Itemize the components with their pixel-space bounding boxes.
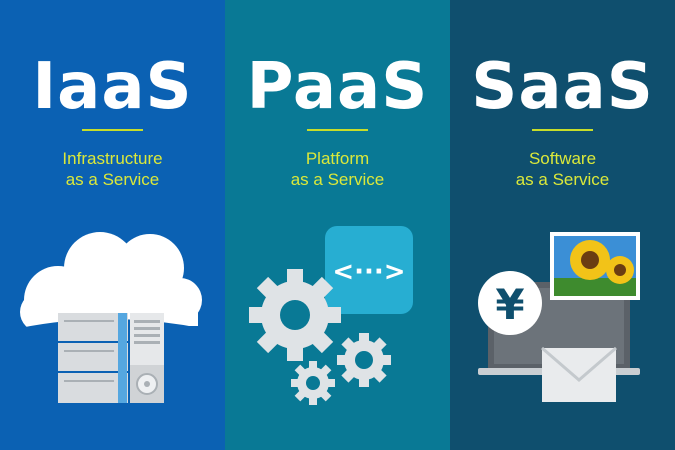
saas-illustration: ¥	[478, 232, 640, 402]
code-brackets-icon: <···>	[325, 226, 413, 314]
yen-symbol: ¥	[495, 280, 524, 329]
iaas-title: IaaS	[32, 50, 193, 124]
paas-title: PaaS	[246, 50, 429, 124]
saas-panel: SaaS Software as a Service	[450, 0, 675, 450]
iaas-panel: IaaS Infrastructure as a Service	[0, 0, 225, 450]
paas-panel: PaaS Platform as a Service <···>	[225, 0, 450, 450]
paas-divider	[307, 129, 368, 131]
saas-divider	[532, 129, 593, 131]
yen-coin-icon: ¥	[478, 271, 542, 335]
iaas-subtitle-line2: as a Service	[65, 170, 160, 189]
saas-subtitle: Software as a Service	[450, 148, 675, 190]
code-symbol: <···>	[332, 257, 405, 287]
iaas-illustration	[20, 232, 202, 403]
paas-subtitle: Platform as a Service	[225, 148, 450, 190]
saas-subtitle-line1: Software	[528, 149, 597, 168]
paas-illustration: <···>	[249, 226, 413, 405]
saas-title: SaaS	[471, 50, 654, 124]
iaas-subtitle-line1: Infrastructure	[62, 149, 163, 168]
envelope-icon	[541, 346, 617, 402]
sunflower-photo-icon	[550, 232, 640, 300]
iaas-divider	[82, 129, 143, 131]
server-rack-icon	[58, 313, 164, 403]
saas-subtitle-line2: as a Service	[515, 170, 610, 189]
iaas-subtitle: Infrastructure as a Service	[0, 148, 225, 190]
paas-subtitle-line2: as a Service	[290, 170, 385, 189]
paas-subtitle-line1: Platform	[305, 149, 370, 168]
